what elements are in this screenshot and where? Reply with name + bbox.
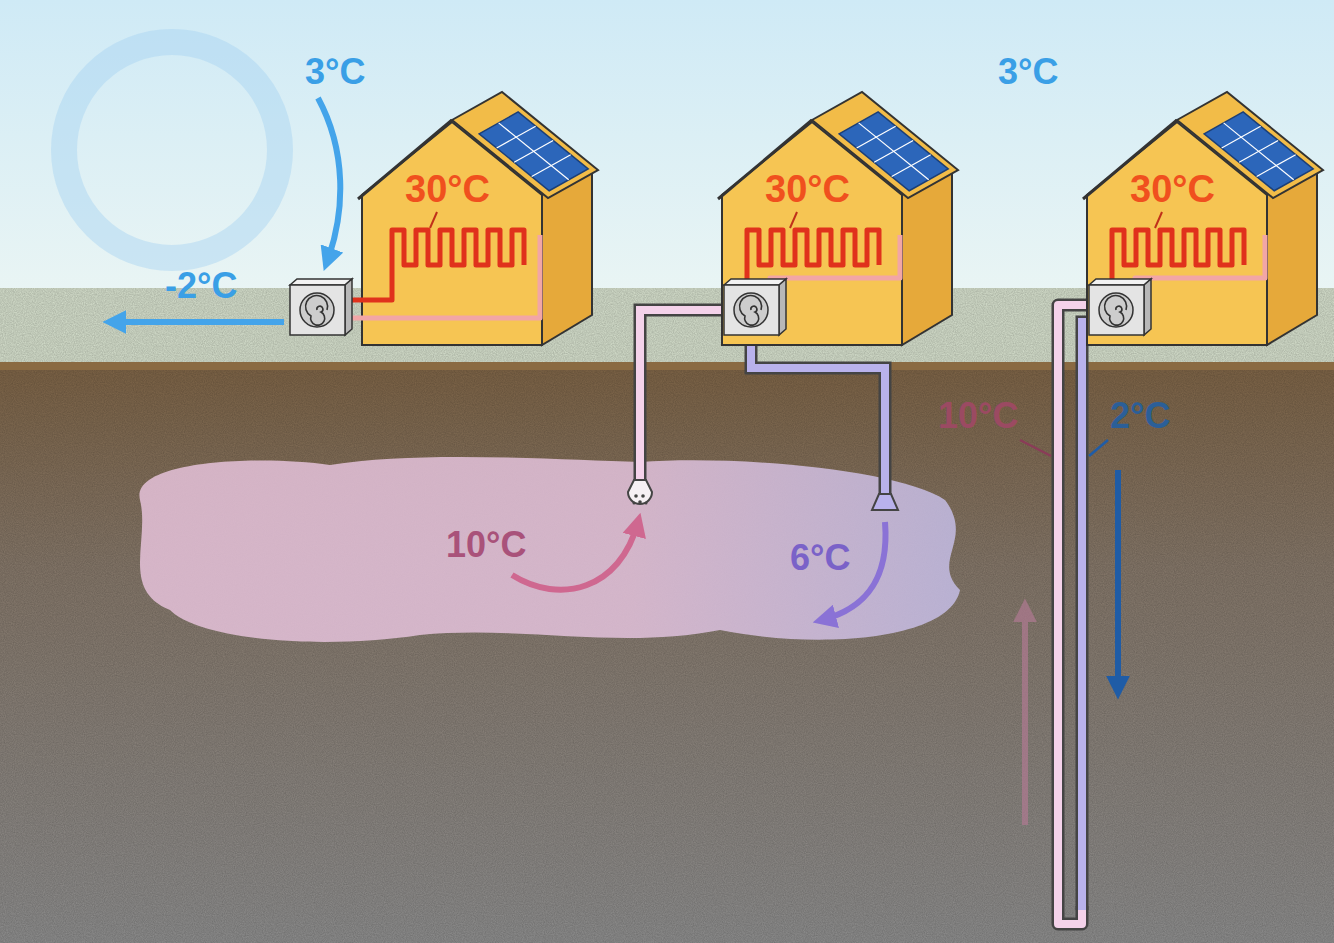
cool-pipe xyxy=(751,334,885,496)
sky xyxy=(0,0,1334,300)
return-outlet xyxy=(872,494,898,510)
strainer-hole xyxy=(638,500,642,504)
house-group xyxy=(1083,92,1323,345)
unit-fan xyxy=(300,293,334,327)
floor-heating-pipe xyxy=(345,230,524,300)
solar-panel xyxy=(479,112,588,191)
unit-fan xyxy=(734,293,768,327)
soil-line xyxy=(0,362,1334,370)
unit-top xyxy=(724,279,786,285)
temperature-label: 3°C xyxy=(998,54,1058,90)
heat-pump-unit xyxy=(290,279,352,335)
ground-texture xyxy=(0,364,1334,943)
solar-panel xyxy=(839,112,948,191)
pipe-outline xyxy=(751,334,885,496)
floor-heating-pipe xyxy=(1112,230,1244,285)
leader-line xyxy=(1155,212,1162,228)
temperature-label: 3°C xyxy=(305,54,365,90)
temperature-label: 30°C xyxy=(405,170,490,208)
strainer-hole xyxy=(633,502,636,505)
temperature-label: 6°C xyxy=(790,540,850,576)
strainer-hole xyxy=(645,502,648,505)
unit-spiral xyxy=(740,296,762,326)
panel-grid xyxy=(499,123,569,180)
unit-spiral xyxy=(1105,296,1127,326)
warm-pipe xyxy=(1058,305,1089,924)
house-illustration xyxy=(720,85,960,350)
unit-side xyxy=(345,279,352,335)
heat-pump-unit xyxy=(1089,279,1151,335)
temperature-label: 30°C xyxy=(765,170,850,208)
unit-side xyxy=(1144,279,1151,335)
house: 30°C xyxy=(720,85,960,350)
well-strainer xyxy=(628,480,652,504)
unit-front xyxy=(1089,285,1144,335)
air-loop xyxy=(64,42,280,258)
air-in-arrow xyxy=(318,98,340,262)
unit-fan xyxy=(1099,293,1133,327)
leader-line xyxy=(1089,440,1108,456)
house-group xyxy=(718,92,958,345)
pipe-outline xyxy=(640,310,724,480)
floor-heating-pipe xyxy=(747,230,879,285)
down-flow-arrow xyxy=(1115,470,1121,690)
pipe-outline xyxy=(1058,305,1089,924)
unit-top xyxy=(290,279,352,285)
unit-spiral xyxy=(306,296,328,326)
panel-grid xyxy=(859,123,929,180)
temperature-label: 30°C xyxy=(1130,170,1215,208)
pipe-outline xyxy=(1082,322,1089,910)
house: 30°C xyxy=(1085,85,1325,350)
unit-front xyxy=(290,285,345,335)
warm-pipe xyxy=(640,310,724,480)
house-illustration xyxy=(360,85,600,350)
temperature-label: -2°C xyxy=(165,268,237,304)
house-illustration xyxy=(1085,85,1325,350)
leader-line xyxy=(1020,440,1051,456)
groundwater-region xyxy=(139,457,960,642)
solar-panel xyxy=(1204,112,1313,191)
house-group xyxy=(290,92,598,345)
strainer-hole xyxy=(641,494,645,498)
unit-top xyxy=(1089,279,1151,285)
warm-water-arrow xyxy=(512,522,638,590)
strainer-hole xyxy=(634,494,638,498)
temperature-label: 10°C xyxy=(938,398,1018,434)
heat-pump-unit xyxy=(724,279,786,335)
temperature-label: 2°C xyxy=(1110,398,1170,434)
leader-line xyxy=(790,212,797,228)
temperature-label: 10°C xyxy=(446,527,526,563)
panel-grid xyxy=(1224,123,1294,180)
unit-side xyxy=(779,279,786,335)
air-out-arrow xyxy=(112,319,284,325)
leader-line xyxy=(430,212,437,228)
house: 30°C xyxy=(360,85,600,350)
up-flow-arrow xyxy=(1022,608,1028,825)
unit-front xyxy=(724,285,779,335)
ground xyxy=(0,364,1334,943)
cool-pipe xyxy=(1082,322,1089,910)
